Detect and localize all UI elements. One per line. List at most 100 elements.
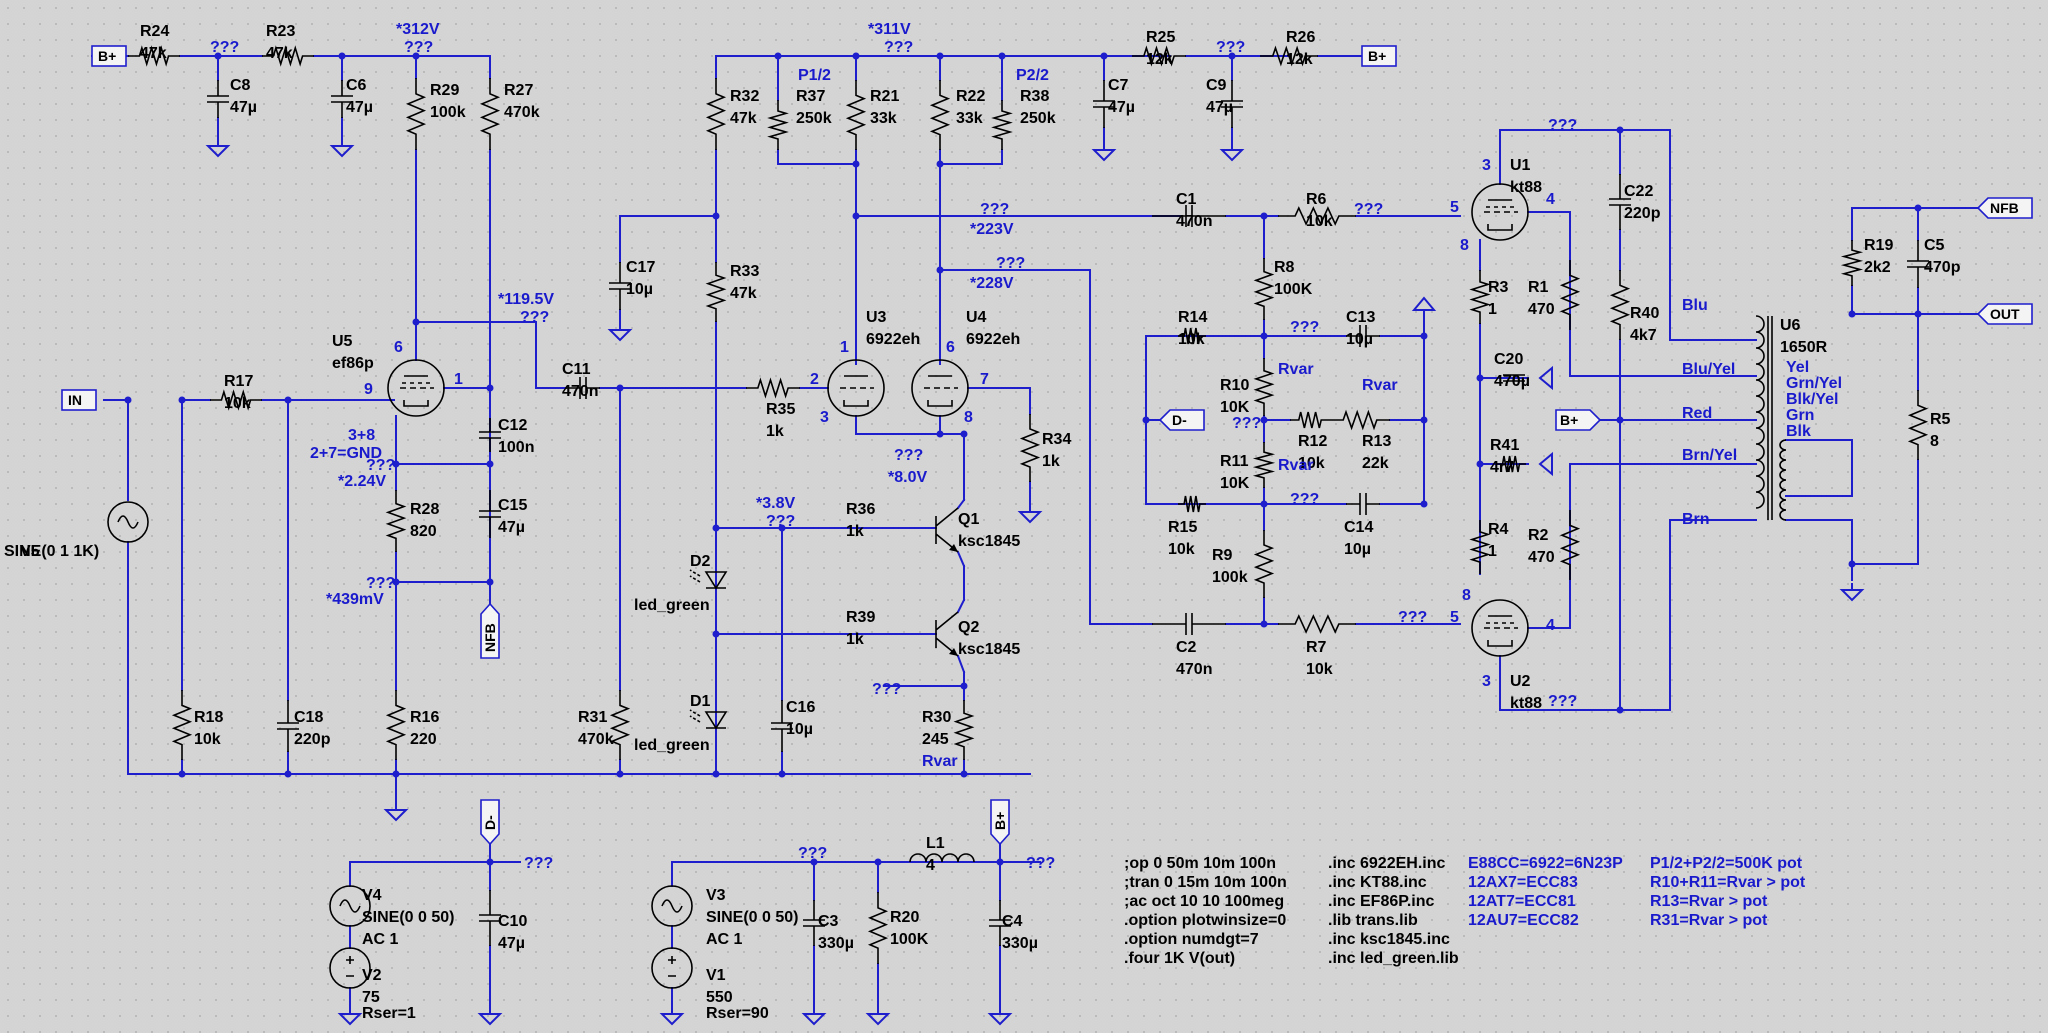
resistor-symbol <box>705 262 727 322</box>
ground-symbol <box>1017 505 1043 524</box>
net-unknown: ??? <box>210 39 239 56</box>
resistor-symbol <box>1260 45 1318 67</box>
label-r3-ref: R3 <box>1488 279 1509 296</box>
resistor-symbol <box>1559 510 1581 580</box>
label-r25-ref: R25 <box>1146 29 1175 46</box>
label-r1-value: 470 <box>1528 301 1555 318</box>
sine-source-v5 <box>107 501 149 543</box>
spice-directive: ;tran 0 15m 10m 100n <box>1124 874 1287 891</box>
triode-u3 <box>827 359 885 417</box>
label-d2-value: led_green <box>634 597 710 614</box>
net-unknown: ??? <box>1548 117 1577 134</box>
transformer-wire-label: Brn <box>1682 511 1710 528</box>
capacitor-symbol <box>1907 240 1929 288</box>
capacitor-symbol <box>1093 80 1115 128</box>
resistor-symbol <box>479 78 501 150</box>
label-q2-ref: Q2 <box>958 619 979 636</box>
label-u3-value: 6922eh <box>866 331 920 348</box>
label-c14-ref: C14 <box>1344 519 1373 536</box>
net-unknown: ??? <box>766 513 795 530</box>
label-u1-value: kt88 <box>1510 179 1542 196</box>
spice-directive: .option plotwinsize=0 <box>1124 912 1286 929</box>
label-c11-value: 470n <box>562 383 598 400</box>
net-port <box>91 45 127 67</box>
net-unknown: ??? <box>1290 491 1319 508</box>
net-pin-note: 2+7=GND <box>310 445 382 462</box>
net-port <box>990 799 1010 846</box>
tube-pin-number: 3 <box>1482 157 1491 174</box>
label-r29-value: 100k <box>430 104 466 121</box>
junctions <box>124 52 1922 866</box>
label-r17-ref: R17 <box>224 373 253 390</box>
label-r30-ref: R30 <box>922 709 951 726</box>
label-c8-ref: C8 <box>230 77 251 94</box>
resistor-symbol <box>1253 358 1275 416</box>
label-r25-value: 12k <box>1146 51 1173 68</box>
ground-symbol <box>1091 143 1117 162</box>
label-c5-value: 470p <box>1924 259 1961 276</box>
label-r16-ref: R16 <box>410 709 439 726</box>
spice-include: .inc EF86P.inc <box>1328 893 1435 910</box>
label-r34-ref: R34 <box>1042 431 1071 448</box>
capacitor-symbol <box>1609 174 1631 230</box>
label-u5-ref: U5 <box>332 333 353 350</box>
transformer-secondary-label: Grn <box>1786 407 1814 424</box>
ground-symbol <box>329 139 355 158</box>
label-c17-ref: C17 <box>626 259 655 276</box>
label-c1-value: 470n <box>1176 213 1212 230</box>
label-u1-ref: U1 <box>1510 157 1531 174</box>
net-unknown: ??? <box>520 309 549 326</box>
label-c13-ref: C13 <box>1346 309 1375 326</box>
resistor-symbol <box>1290 411 1330 429</box>
capacitor-symbol <box>1346 493 1380 515</box>
label-u4-value: 6922eh <box>966 331 1020 348</box>
label-c15-ref: C15 <box>498 497 527 514</box>
tube-pin-number: 1 <box>840 339 849 356</box>
ground-symbol <box>477 1007 503 1026</box>
label-r37-value: 250k <box>796 110 832 127</box>
label-r3-value: 1 <box>1488 301 1497 318</box>
capacitor-symbol <box>1152 205 1226 227</box>
ground-symbol <box>337 1007 363 1026</box>
label-v3-value: SINE(0 0 50) <box>706 909 798 926</box>
spice-include: .inc ksc1845.inc <box>1328 931 1450 948</box>
net-port <box>1158 409 1205 431</box>
transformer-secondary-label: Blk/Yel <box>1786 391 1838 408</box>
resistor-symbol <box>1496 455 1526 473</box>
resistor-symbol <box>1840 240 1864 286</box>
label-c20-value: 470µ <box>1494 373 1530 390</box>
ground-symbol <box>1839 583 1865 602</box>
label-c15-value: 47µ <box>498 519 525 536</box>
label-r14-value: 10k <box>1178 331 1205 348</box>
net-unknown: ??? <box>366 457 395 474</box>
label-r35-ref: R35 <box>766 401 795 418</box>
label-r13-value2: Rvar <box>1362 377 1398 394</box>
label-r24-value: 47k <box>140 45 167 62</box>
port-label: D- <box>1172 412 1187 428</box>
transformer-secondary-label: Blk <box>1786 423 1811 440</box>
resistor-symbol <box>867 892 889 964</box>
capacitor-symbol <box>1221 80 1243 128</box>
ground-symbol <box>659 1007 685 1026</box>
ground-symbol <box>607 323 633 342</box>
tube-equivalence-note: E88CC=6922=6N23P <box>1468 855 1623 872</box>
label-r12-value: 10k <box>1298 455 1325 472</box>
open-port-symbol <box>1411 296 1437 311</box>
port-label: B+ <box>1560 412 1578 428</box>
transformer-wire-label: Blu/Yel <box>1682 361 1735 378</box>
ground-symbol <box>801 1007 827 1026</box>
sine-source-v3 <box>651 885 693 927</box>
resistor-symbol <box>1253 258 1275 320</box>
triode-u4 <box>911 359 969 417</box>
label-c9-ref: C9 <box>1206 77 1227 94</box>
capacitor-symbol <box>479 418 501 452</box>
resistor-symbol <box>1019 414 1041 482</box>
label-u4-ref: U4 <box>966 309 987 326</box>
net-unknown: ??? <box>884 39 913 56</box>
ground-symbol <box>987 1007 1013 1026</box>
tube-pin-number: 7 <box>980 371 989 388</box>
label-c3-value: 330µ <box>818 935 854 952</box>
label-c7-ref: C7 <box>1108 77 1129 94</box>
spice-directive: ;op 0 50m 10m 100n <box>1124 855 1276 872</box>
transistor-symbol <box>935 611 959 657</box>
